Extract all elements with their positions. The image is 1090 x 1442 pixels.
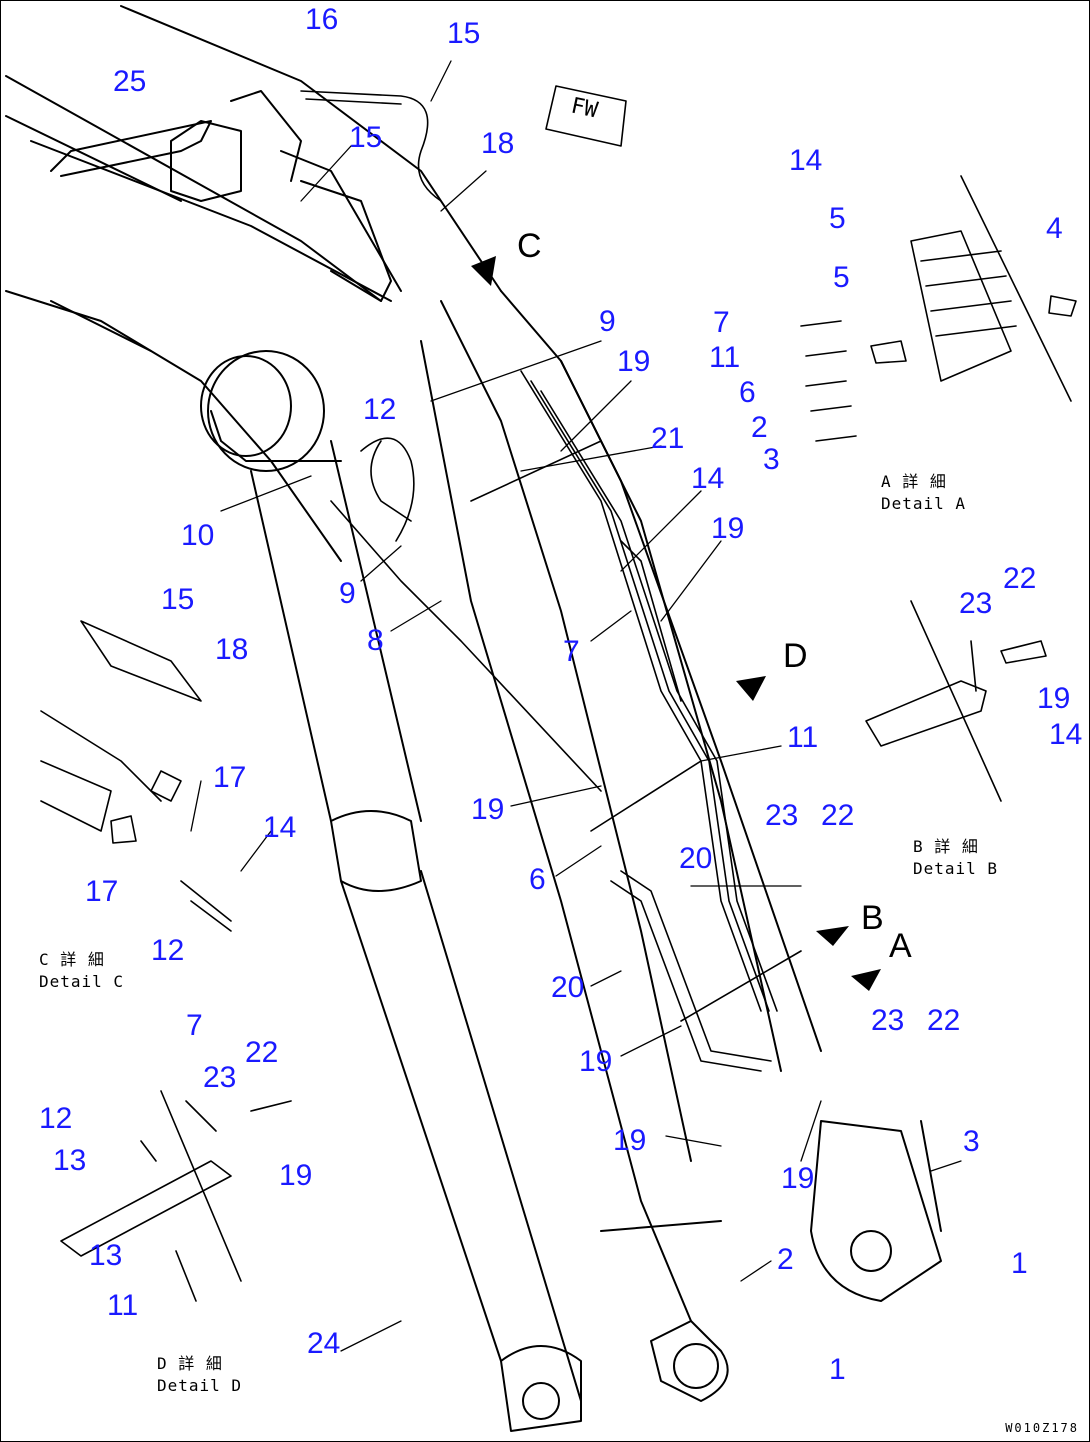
callout-3-lower: 3	[963, 1125, 980, 1158]
view-letter-a: A	[889, 927, 912, 965]
callout-14-mid: 14	[691, 462, 725, 495]
detail-b-en: Detail B	[913, 859, 999, 878]
callout-16: 16	[305, 3, 339, 36]
callout-23-detail-d: 23	[203, 1061, 237, 1094]
callout-22-mid: 22	[821, 799, 855, 832]
hose-top	[300, 90, 442, 542]
detail-a-en: Detail A	[881, 494, 967, 513]
fw-arrow-icon	[545, 85, 627, 147]
callout-9-top: 9	[599, 305, 616, 338]
callout-23-mid: 23	[765, 799, 799, 832]
callout-25: 25	[113, 65, 147, 98]
view-arrows	[471, 256, 881, 991]
callout-19-detail-d: 19	[279, 1159, 313, 1192]
callout-14-detail-c: 14	[263, 811, 297, 844]
detail-c-drawing	[40, 620, 232, 932]
callout-6-detail-a: 6	[739, 376, 756, 409]
callout-9-mid: 9	[339, 577, 356, 610]
callout-14-detail-a: 14	[789, 144, 823, 177]
callout-19-top: 19	[617, 345, 651, 378]
callout-15-detail-c: 15	[161, 583, 195, 616]
detail-b-drawing	[865, 600, 1047, 802]
callout-15-mid: 15	[349, 121, 383, 154]
detail-b-jp: B 詳 細	[913, 837, 979, 856]
callout-6-mid: 6	[529, 863, 546, 896]
callout-19-mid: 19	[711, 512, 745, 545]
callout-12-detail-c: 12	[151, 934, 185, 967]
callout-22-detail-b: 22	[1003, 562, 1037, 595]
callout-12-detail-d: 12	[39, 1102, 73, 1135]
callout-12-mid: 12	[363, 393, 397, 426]
callout-19-bottom-left: 19	[613, 1124, 647, 1157]
callout-5-lower: 5	[833, 261, 850, 294]
callout-2-lower: 2	[777, 1243, 794, 1276]
callout-19-left-mid: 19	[471, 793, 505, 826]
callout-11-detail-a: 11	[709, 341, 741, 374]
callout-17-detail-c-lower: 17	[85, 875, 119, 908]
detail-c-label: C 詳 細 Detail C	[39, 949, 124, 993]
leader-lines	[190, 60, 962, 1352]
callout-20-lower: 20	[551, 971, 585, 1004]
callout-2-detail-a: 2	[751, 411, 768, 444]
callout-14-detail-b: 14	[1049, 718, 1083, 751]
callout-1-bottom: 1	[829, 1353, 846, 1386]
detail-a-jp: A 詳 細	[881, 472, 947, 491]
view-letter-b: B	[861, 899, 884, 937]
callout-19-lower-left: 19	[579, 1045, 613, 1078]
boom-cylinder	[200, 350, 582, 1432]
detail-a-label: A 詳 細 Detail A	[881, 471, 966, 515]
callout-17-detail-c-upper: 17	[213, 761, 247, 794]
callout-18-detail-c: 18	[215, 633, 249, 666]
callout-1-right: 1	[1011, 1247, 1028, 1280]
callout-5-upper: 5	[829, 202, 846, 235]
detail-d-drawing	[60, 1090, 292, 1302]
callout-13-detail-d-lower: 13	[89, 1239, 123, 1272]
callout-20-upper: 20	[679, 842, 713, 875]
callout-22-lower: 22	[927, 1004, 961, 1037]
callout-21: 21	[651, 422, 685, 455]
detail-d-jp: D 詳 細	[157, 1354, 223, 1373]
upper-boom-section	[5, 5, 502, 562]
view-letter-d: D	[783, 637, 808, 675]
detail-d-en: Detail D	[157, 1376, 243, 1395]
callout-11-mid: 11	[787, 721, 819, 754]
detail-b-label: B 詳 細 Detail B	[913, 836, 998, 880]
callout-11-detail-d: 11	[107, 1289, 139, 1322]
callout-18-top: 18	[481, 127, 515, 160]
callout-24: 24	[307, 1327, 341, 1360]
callout-3-detail-a: 3	[763, 443, 780, 476]
callout-15-top: 15	[447, 17, 481, 50]
callout-7-detail-d: 7	[186, 1009, 203, 1042]
callout-22-detail-d: 22	[245, 1036, 279, 1069]
callout-23-detail-b: 23	[959, 587, 993, 620]
callout-4: 4	[1046, 212, 1063, 245]
callout-13-detail-d-upper: 13	[53, 1144, 87, 1177]
drawing-id: W010Z178	[1005, 1421, 1079, 1435]
hydraulic-pipes	[330, 370, 802, 1072]
detail-d-label: D 詳 細 Detail D	[157, 1353, 242, 1397]
callout-10: 10	[181, 519, 215, 552]
detail-c-jp: C 詳 細	[39, 950, 105, 969]
callout-7-detail-a: 7	[713, 306, 730, 339]
callout-19-detail-b: 19	[1037, 682, 1071, 715]
callout-7-mid: 7	[563, 635, 580, 668]
fw-label: FW	[568, 93, 600, 124]
callout-19-bottom-right: 19	[781, 1162, 815, 1195]
view-letter-c-top: C	[517, 227, 542, 265]
detail-c-en: Detail C	[39, 972, 125, 991]
boom-arm	[420, 290, 942, 1402]
callout-23-lower: 23	[871, 1004, 905, 1037]
callout-8: 8	[367, 624, 384, 657]
detail-a-drawing	[800, 175, 1077, 442]
